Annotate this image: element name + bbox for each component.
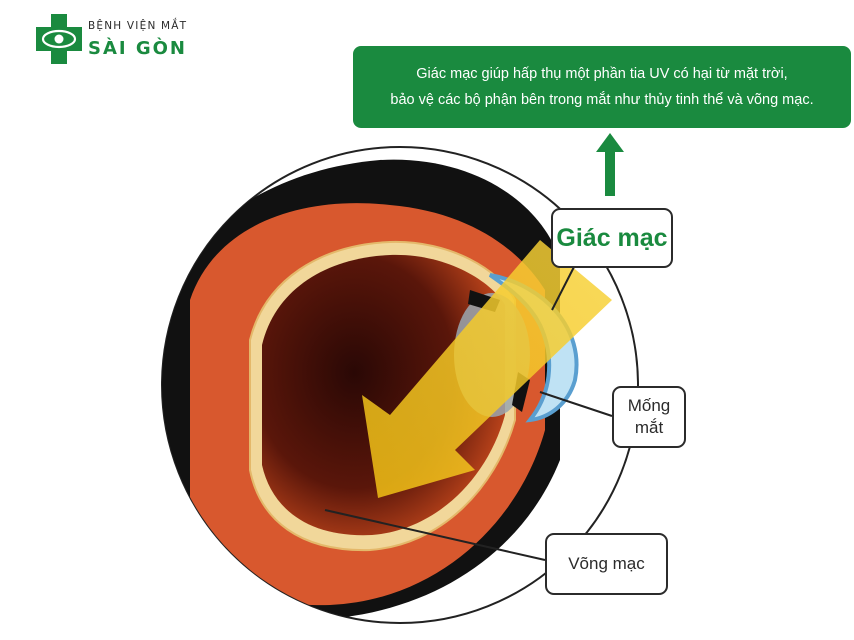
label-iris-line-2: mắt xyxy=(634,418,664,437)
label-cornea-text: Giác mạc xyxy=(556,223,668,252)
banner-line-2: bảo vệ các bộ phận bên trong mắt như thủ… xyxy=(390,92,814,108)
logo-hospital-name: BỆNH VIỆN MẮT xyxy=(88,20,188,32)
label-iris: Mống mắt xyxy=(612,386,686,448)
up-arrow-icon xyxy=(596,133,624,196)
label-cornea: Giác mạc xyxy=(551,208,673,268)
label-iris-line-1: Mống xyxy=(627,396,671,415)
banner-line-1: Giác mạc giúp hấp thụ một phần tia UV có… xyxy=(416,66,788,82)
eye-cross-icon xyxy=(36,14,82,64)
info-banner: Giác mạc giúp hấp thụ một phần tia UV có… xyxy=(353,46,851,128)
label-retina: Võng mạc xyxy=(545,533,668,595)
hospital-logo: BỆNH VIỆN MẮT SÀI GÒN xyxy=(36,14,196,68)
iris-leader-line xyxy=(539,391,613,417)
label-retina-text: Võng mạc xyxy=(568,554,645,573)
retina-leader-line xyxy=(324,509,546,561)
uv-ray-arrow xyxy=(362,240,612,498)
logo-brand-name: SÀI GÒN xyxy=(88,38,187,59)
cornea-leader-line xyxy=(551,264,576,311)
